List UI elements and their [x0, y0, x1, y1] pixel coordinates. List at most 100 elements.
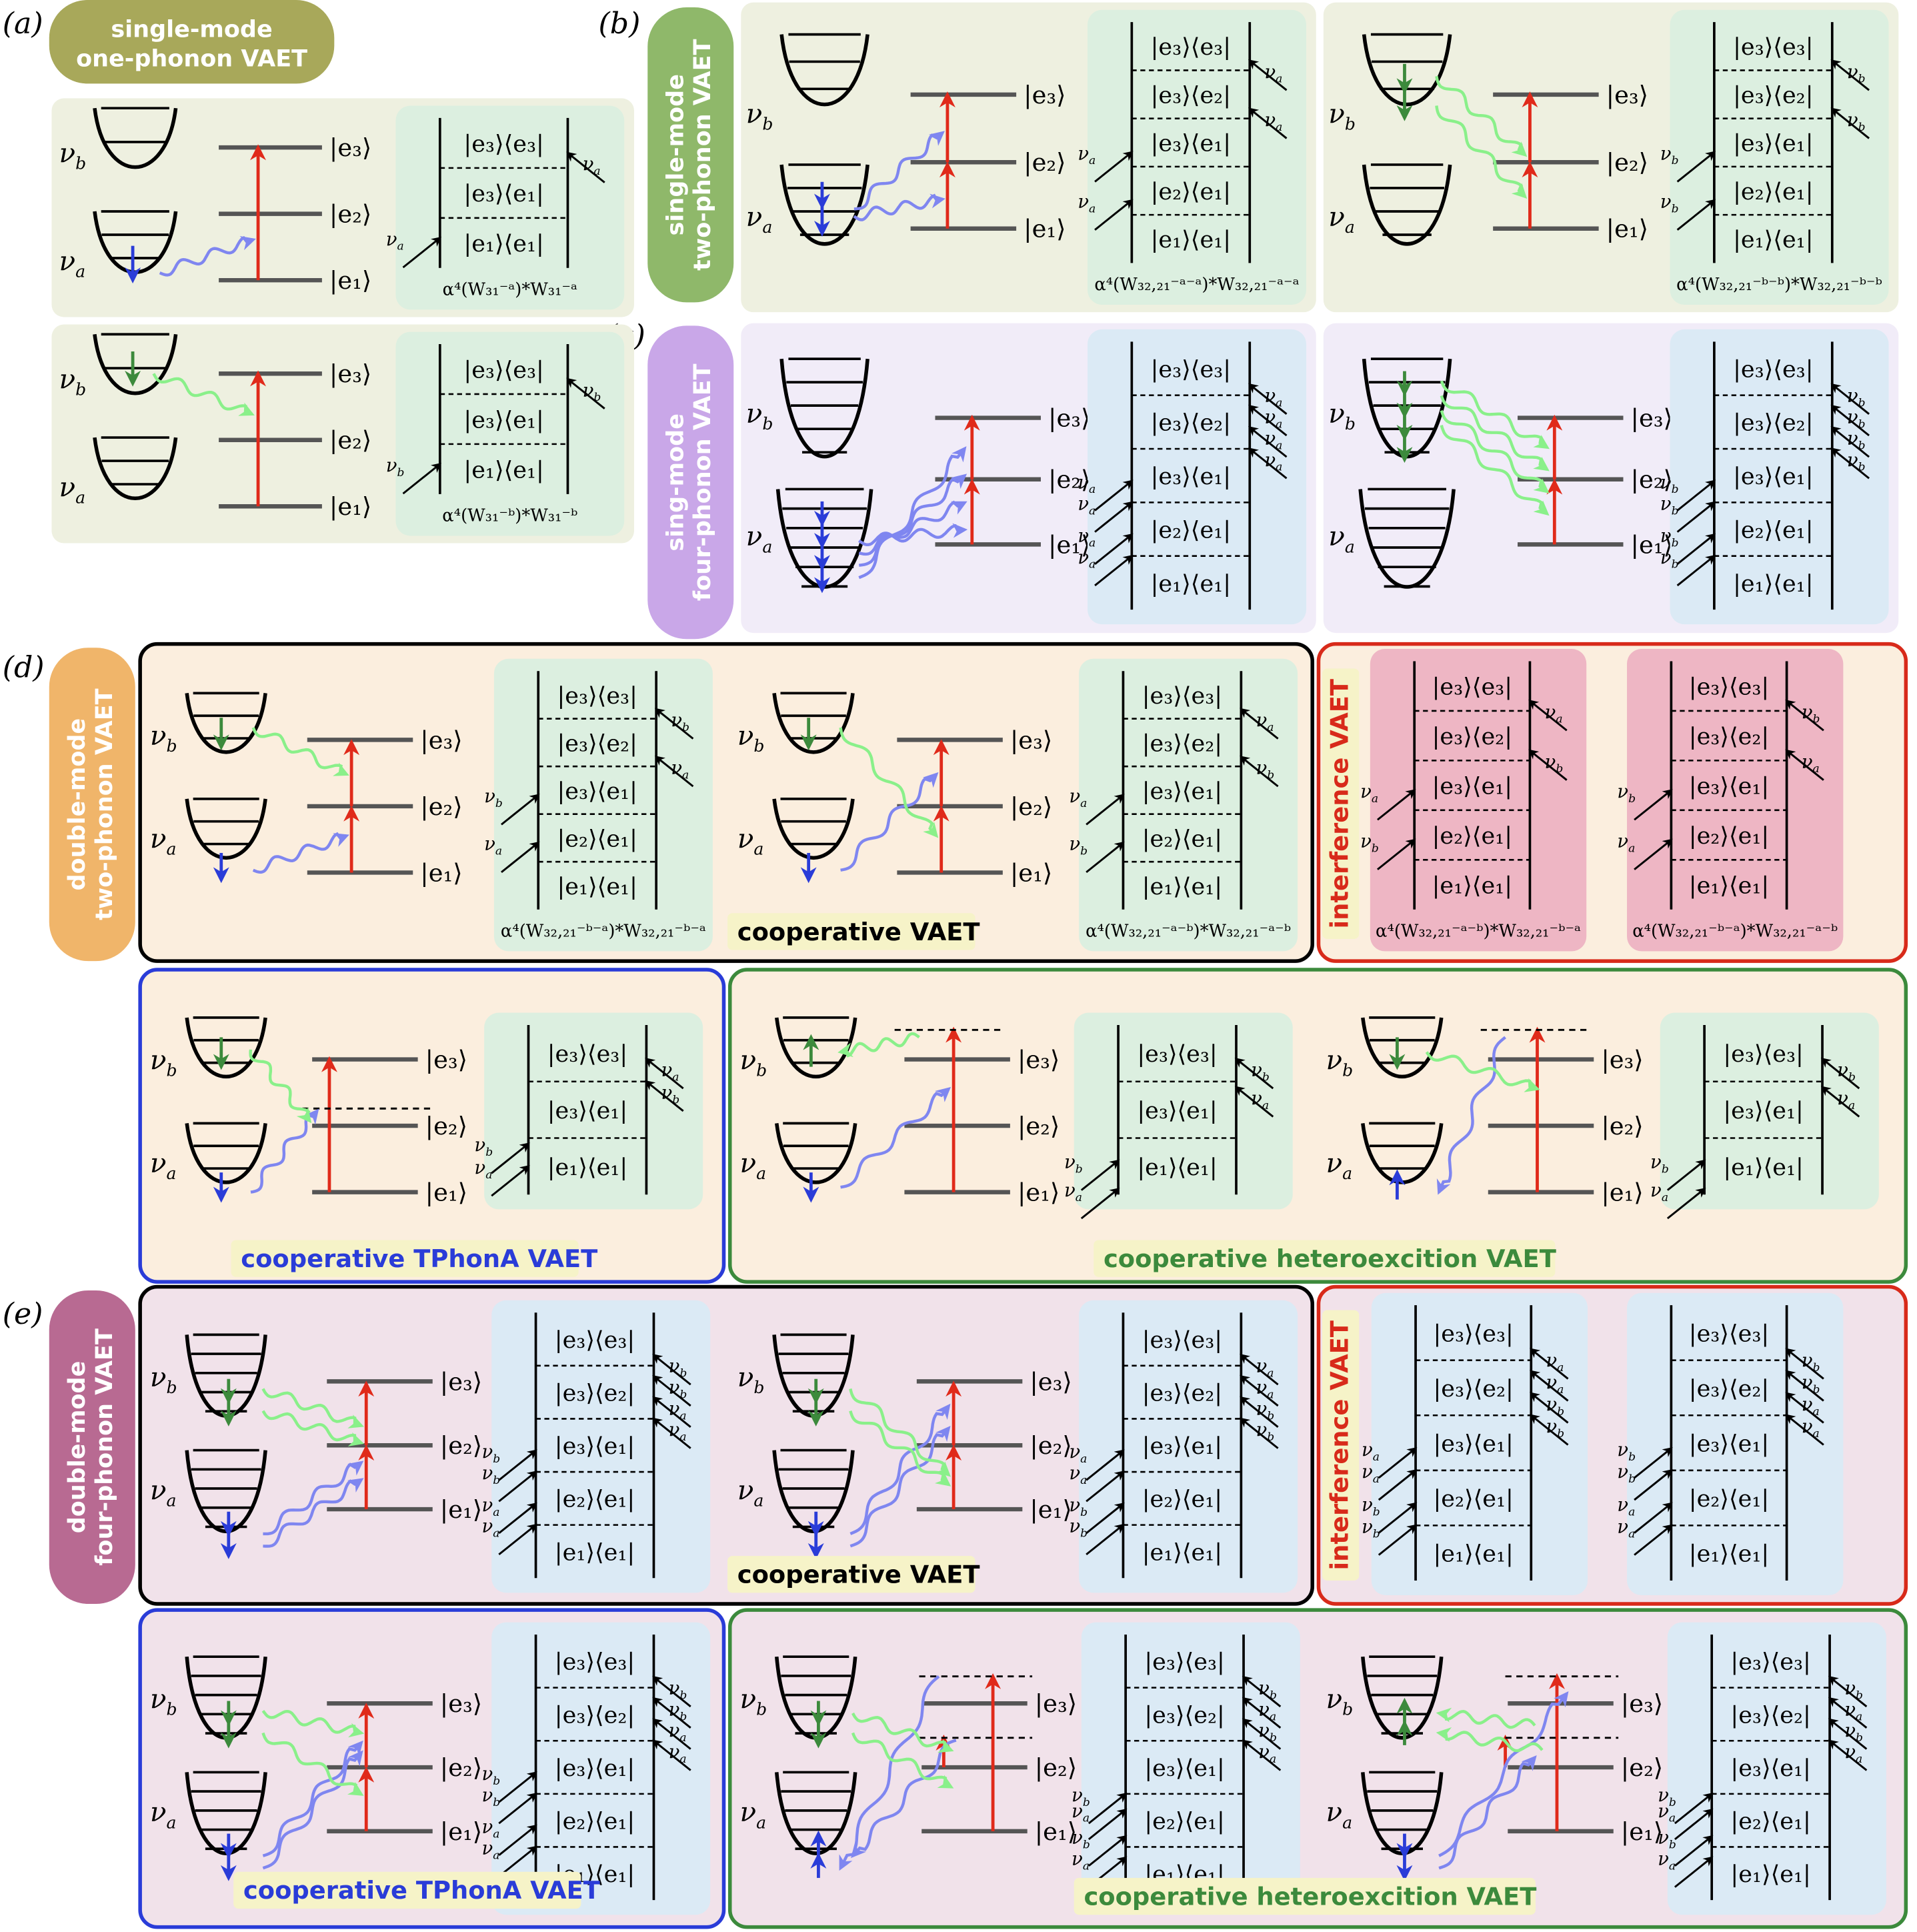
interaction-arrow	[1666, 1187, 1706, 1220]
density-matrix-element: |e₃⟩⟨e₃|	[1137, 1041, 1217, 1068]
phonon-wave	[263, 1478, 364, 1548]
density-matrix-element: |e₃⟩⟨e₁|	[1733, 131, 1813, 157]
level-label-e1: |e₁⟩	[1601, 1178, 1643, 1206]
interaction-arrow	[1828, 1718, 1868, 1750]
tag-text: interference VAET	[1326, 1320, 1354, 1571]
well-curve	[775, 1123, 857, 1184]
interaction-label: νb	[1064, 1150, 1083, 1176]
interaction-arrow	[1830, 404, 1870, 437]
density-matrix-element: |e₂⟩⟨e₁|	[1151, 179, 1231, 205]
panel-b-a: νbνa|e₁⟩|e₂⟩|e₃⟩|e₃⟩⟨e₃||e₃⟩⟨e₂||e₃⟩⟨e₁|…	[741, 2, 1316, 313]
diagram-background	[1371, 1292, 1588, 1596]
interaction-label: νa	[669, 1397, 687, 1422]
d-tphona: νbνa|e₁⟩|e₂⟩|e₃⟩|e₃⟩⟨e₃||e₃⟩⟨e₁||e₁⟩⟨e₁|…	[150, 1012, 703, 1210]
well-nu-b	[93, 107, 178, 169]
interaction-arrow	[1242, 1739, 1282, 1771]
interaction-arrow	[498, 1845, 537, 1877]
density-matrix-element: |e₃⟩⟨e₁|	[1432, 773, 1512, 800]
interaction-arrow	[498, 1449, 537, 1481]
feynman-diagram: |e₃⟩⟨e₃||e₃⟩⟨e₂||e₃⟩⟨e₁||e₂⟩⟨e₁||e₁⟩⟨e₁|…	[1617, 649, 1844, 952]
electronic-levels: |e₁⟩|e₂⟩|e₃⟩	[916, 1367, 1072, 1524]
feynman-diagram: |e₃⟩⟨e₃||e₃⟩⟨e₂||e₃⟩⟨e₁||e₂⟩⟨e₁||e₁⟩⟨e₁|…	[1660, 9, 1889, 305]
level-label-e3: |e₃⟩	[1601, 1045, 1643, 1074]
level-label-e3: |e₃⟩	[1631, 403, 1673, 432]
feynman-diagram: |e₃⟩⟨e₃||e₃⟩⟨e₂||e₃⟩⟨e₁||e₂⟩⟨e₁||e₁⟩⟨e₁|…	[484, 658, 713, 952]
level-label-e3: |e₃⟩	[440, 1367, 482, 1396]
density-matrix-element: |e₃⟩⟨e₂|	[1151, 82, 1231, 109]
interaction-arrow	[402, 463, 442, 495]
density-matrix-element: |e₃⟩⟨e₃|	[547, 1041, 627, 1068]
panel-label-e: (e)	[3, 1297, 43, 1331]
interaction-arrow	[1528, 749, 1568, 781]
interaction-arrow	[1248, 447, 1288, 479]
label-nu-a: νa	[150, 823, 177, 859]
panel-c-a: νbνa|e₁⟩|e₂⟩|e₃⟩|e₃⟩⟨e₃||e₃⟩⟨e₂||e₃⟩⟨e₁|…	[741, 323, 1316, 634]
interaction-arrow	[1240, 1354, 1279, 1386]
interaction-label: νb	[1802, 1349, 1820, 1374]
interaction-arrow	[491, 1142, 530, 1174]
interaction-arrow	[1378, 1502, 1418, 1534]
interaction-arrow	[654, 708, 694, 740]
panel-c-b: νbνa|e₁⟩|e₂⟩|e₃⟩|e₃⟩⟨e₃||e₃⟩⟨e₂||e₃⟩⟨e₁|…	[1323, 323, 1899, 634]
phonon-wave	[839, 1675, 940, 1871]
electronic-levels: |e₁⟩|e₂⟩|e₃⟩	[327, 1367, 482, 1524]
interaction-arrow	[1086, 841, 1125, 874]
phonon-wave	[853, 131, 945, 211]
label-nu-a: νa	[1328, 201, 1355, 237]
interaction-arrow	[1248, 404, 1288, 437]
phonon-wave	[251, 727, 349, 776]
level-label-e2: |e₂⟩	[1018, 1112, 1060, 1140]
phonon-wave	[849, 1403, 951, 1535]
well-nu-a	[1362, 163, 1452, 246]
density-matrix-element: |e₂⟩⟨e₁|	[555, 1487, 635, 1513]
density-matrix-element: |e₃⟩⟨e₂|	[1733, 82, 1813, 109]
density-matrix-element: |e₃⟩⟨e₂|	[1142, 730, 1222, 757]
interaction-arrow	[402, 236, 442, 269]
density-matrix-element: |e₁⟩⟨e₁|	[463, 457, 543, 484]
interaction-label: νb	[481, 1763, 500, 1788]
interaction-arrow	[566, 377, 605, 409]
interaction-arrow	[1828, 1739, 1868, 1771]
level-label-e1: |e₁⟩	[1035, 1817, 1077, 1846]
level-label-e2: |e₂⟩	[425, 1112, 467, 1140]
tag-hetero-e: cooperative heteroexcition VAET	[1074, 1877, 1536, 1915]
interaction-arrow	[1785, 749, 1824, 781]
interaction-arrow	[1248, 426, 1288, 458]
interaction-arrow	[1785, 1392, 1824, 1424]
pill-line-1: sing-mode	[663, 413, 689, 552]
density-matrix-element: |e₃⟩⟨e₂|	[1142, 1380, 1222, 1407]
phonon-wave	[1435, 75, 1528, 157]
transfer-formula: α⁴(W₃₂,₂₁⁻ᵃ⁻ᵃ)*W₃₂,₂₁⁻ᵃ⁻ᵃ	[1094, 275, 1299, 295]
interaction-arrow	[1094, 533, 1134, 565]
interaction-label: νb	[669, 1677, 687, 1703]
interaction-arrow	[1634, 838, 1673, 870]
diagram-background	[1088, 9, 1307, 305]
pill-line-2: two-phonon VAET	[91, 688, 118, 920]
pill-line-2: two-phonon VAET	[689, 39, 716, 270]
level-label-e2: |e₂⟩	[1601, 1112, 1643, 1140]
tag-highlight	[727, 913, 976, 950]
interaction-arrow	[652, 1675, 691, 1708]
interaction-arrow	[1094, 151, 1134, 183]
interaction-arrow	[1785, 1370, 1824, 1402]
density-matrix-element: |e₃⟩⟨e₁|	[1730, 1755, 1810, 1782]
density-matrix-element: |e₃⟩⟨e₃|	[1142, 1327, 1222, 1354]
level-label-e2: |e₂⟩	[440, 1431, 482, 1460]
label-nu-b: νb	[1328, 397, 1356, 433]
well-nu-b	[93, 333, 178, 395]
phonon-wave	[1438, 1755, 1537, 1870]
tag-hetero-d: cooperative heteroexcition VAET	[1094, 1240, 1556, 1277]
interaction-arrow	[1088, 1808, 1128, 1841]
phonon-wave	[840, 772, 939, 872]
density-matrix-element: |e₃⟩⟨e₁|	[463, 407, 543, 433]
level-label-e1: |e₁⟩	[420, 858, 462, 887]
tag-cooperative-e: cooperative VAET	[727, 1556, 980, 1593]
level-label-e2: |e₂⟩	[1048, 465, 1090, 494]
phonon-wave	[252, 832, 349, 874]
level-label-e1: |e₁⟩	[425, 1178, 467, 1206]
density-matrix-element: |e₃⟩⟨e₃|	[1689, 1320, 1769, 1347]
